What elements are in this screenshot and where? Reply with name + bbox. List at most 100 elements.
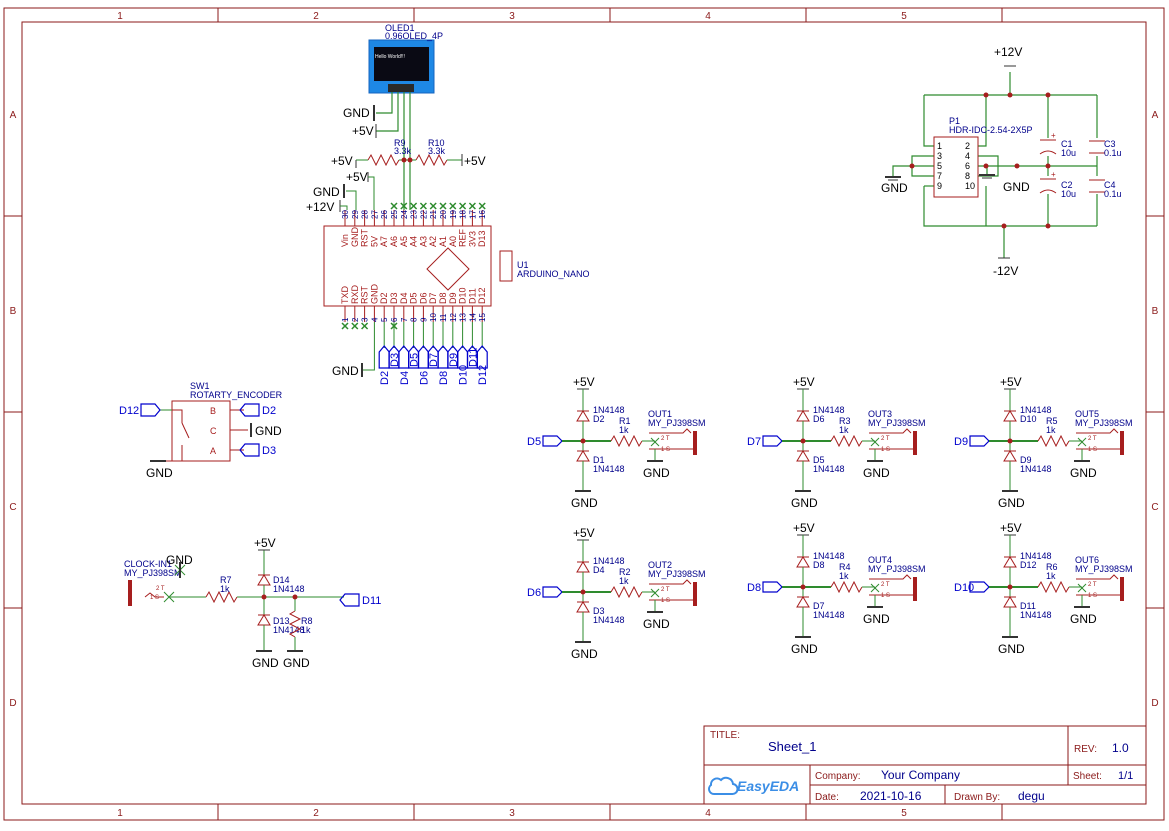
- sw1-ref: SW1: [190, 381, 210, 391]
- net-flag-d9: [969, 435, 990, 447]
- diode-bot-value: 1N4148: [813, 610, 845, 620]
- no-connect-icon: [468, 202, 476, 210]
- output-block-out1: +5VGND1N4148D2D11N4148D5R11kOUT1MY_PJ398…: [527, 375, 706, 510]
- r10-ref: R10: [428, 138, 445, 148]
- nano-top-pin-label: GND: [350, 227, 360, 248]
- no-connect-stroke: [429, 202, 437, 210]
- jack-body: [913, 577, 917, 601]
- no-connect-stroke: [341, 322, 349, 330]
- frame-col-label: 1: [117, 808, 123, 819]
- nano-flag-label: D9: [448, 353, 460, 367]
- no-connect-icon: [341, 322, 349, 330]
- nano-bottom-pin-num: 13: [459, 313, 468, 322]
- jack-gnd-label: GND: [643, 617, 670, 631]
- sheet-value: 1/1: [1118, 770, 1133, 782]
- d14-ref: D14: [273, 575, 290, 585]
- resistor-value: 1k: [1046, 425, 1056, 435]
- header-gnd-left: GND: [881, 181, 908, 195]
- diode-bot-icon: [576, 601, 590, 613]
- c3-ref: C3: [1104, 139, 1116, 149]
- clock-jack-ref: CLOCK-IN1: [124, 559, 172, 569]
- output-5v-label: +5V: [1000, 375, 1022, 389]
- frame-col-label: 5: [901, 808, 907, 819]
- r10-value: 3.3k: [428, 146, 446, 156]
- no-connect-stroke: [449, 202, 457, 210]
- logo-text: EasyEDA: [737, 778, 799, 794]
- power-header-section: +12V -12V P1 HDR-IDC-2.54-2X5P 135792468…: [881, 45, 1122, 278]
- jack-value: MY_PJ398SM: [868, 564, 926, 574]
- diode-top-value: 1N4148: [1020, 405, 1052, 415]
- r7-value: 1k: [220, 584, 230, 594]
- no-connect-stroke: [650, 588, 660, 598]
- junction: [580, 438, 586, 444]
- nano-top-pin-num: 28: [361, 210, 370, 219]
- p1-ref: P1: [949, 116, 960, 126]
- no-connect-stroke: [1077, 437, 1087, 447]
- title-label: TITLE:: [710, 730, 740, 741]
- no-connect-stroke: [1077, 583, 1087, 593]
- nano-flag-label: D4: [399, 371, 411, 385]
- output-gnd-label: GND: [791, 642, 818, 656]
- nano-power-connections: +5V GND +12V: [306, 170, 375, 214]
- jack-body: [1120, 431, 1124, 455]
- output-net-label: D7: [747, 436, 761, 448]
- header-pin-left: 3: [937, 151, 942, 161]
- jack-value: MY_PJ398SM: [868, 418, 926, 428]
- diode-bot-value: 1N4148: [593, 464, 625, 474]
- net-flag-d12: [476, 345, 488, 369]
- resistor-value: 1k: [619, 425, 629, 435]
- nano-value: ARDUINO_NANO: [517, 269, 590, 279]
- no-connect-icon: [361, 322, 369, 330]
- resistor-icon: [830, 580, 863, 594]
- no-connect-icon: [400, 202, 408, 210]
- nano-top-pin-label: A6: [389, 236, 399, 247]
- jack-ref: OUT3: [868, 409, 892, 419]
- enc-pin-c: C: [210, 426, 217, 436]
- sheet-label: Sheet:: [1073, 771, 1102, 782]
- jack-pin-s: 1 S: [1088, 593, 1097, 599]
- output-5v-label: +5V: [573, 375, 595, 389]
- nano-flag-label: D10: [458, 365, 470, 385]
- nano-bottom-pin-num: 15: [478, 313, 487, 322]
- frame-row-label: D: [9, 698, 16, 709]
- jack-value: MY_PJ398SM: [648, 569, 706, 579]
- output-block-out2: +5VGND1N4148D4D31N4148D6R21kOUT2MY_PJ398…: [527, 526, 706, 661]
- nano-top-pin-num: 18: [459, 210, 468, 219]
- jack-tip: [649, 579, 692, 585]
- c4-ref: C4: [1104, 180, 1116, 190]
- r9-value: 3.3k: [394, 146, 412, 156]
- jack-gnd-label: GND: [863, 466, 890, 480]
- output-5v-label: +5V: [1000, 521, 1022, 535]
- diode-top-ref: D8: [813, 560, 825, 570]
- jack-ref: OUT5: [1075, 409, 1099, 419]
- diode-bot-value: 1N4148: [813, 464, 845, 474]
- nano-bottom-pin-label: D8: [438, 292, 448, 304]
- no-connect-stroke: [410, 202, 418, 210]
- nano-bottom-pin-label: D3: [389, 292, 399, 304]
- enc-pin-a: A: [210, 446, 216, 456]
- diode-bot-icon: [796, 596, 810, 608]
- oled-power-pins: GND +5V: [343, 105, 377, 138]
- oled-value: 0.96OLED_4P: [385, 31, 443, 41]
- clock-pin-t: 2 T: [156, 586, 165, 592]
- nano-top-pin-label: RST: [360, 228, 370, 247]
- easyeda-logo-icon: EasyEDA: [708, 776, 799, 795]
- rev-value: 1.0: [1112, 741, 1129, 755]
- nano-12v-label: +12V: [306, 200, 334, 214]
- d13-value: 1N4148: [273, 625, 305, 635]
- output-block-out4: +5VGND1N4148D8D71N4148D8R41kOUT4MY_PJ398…: [747, 521, 926, 656]
- jack-gnd-label: GND: [1070, 466, 1097, 480]
- nano-top-pin-label: Vin: [340, 234, 350, 247]
- diode-top-ref: D12: [1020, 560, 1037, 570]
- no-connect-stroke: [870, 437, 880, 447]
- jack-pin-t: 2 T: [661, 436, 670, 442]
- enc-net-left: D12: [119, 405, 139, 417]
- frame-row-label: C: [9, 502, 16, 513]
- nano-bottom-pin-label: D12: [477, 287, 487, 304]
- c4-value: 0.1u: [1104, 189, 1122, 199]
- jack-pin-t: 2 T: [1088, 436, 1097, 442]
- diode-bot-value: 1N4148: [593, 615, 625, 625]
